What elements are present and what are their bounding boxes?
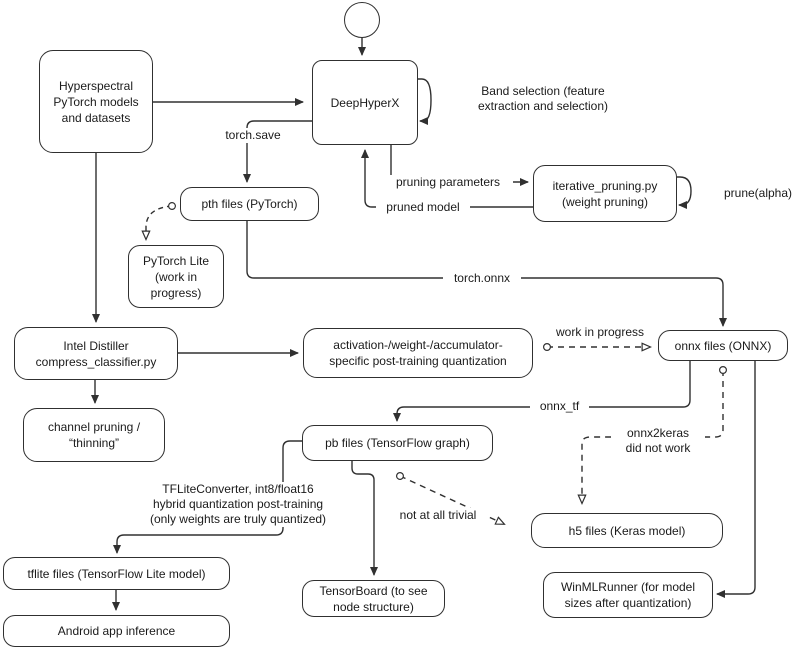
node-intel-distiller-label: Intel Distiller compress_classifier.py (35, 338, 157, 369)
node-android-inference-label: Android app inference (57, 624, 176, 638)
node-pb-files: pb files (TensorFlow graph) (302, 425, 493, 461)
edge-iterative-prune-alpha-loop (677, 176, 692, 209)
label-pruned-model: pruned model (376, 200, 470, 215)
start-node (344, 2, 380, 38)
node-pb-files-label: pb files (TensorFlow graph) (325, 436, 470, 450)
node-tflite-files-label: tflite files (TensorFlow Lite model) (27, 566, 206, 581)
node-iterative-pruning-label: iterative_pruning.py (weight pruning) (552, 178, 658, 209)
edge-pb-to-tflite (113, 440, 302, 554)
label-not-at-all-trivial: not at all trivial (387, 508, 489, 523)
label-band-selection: Band selection (feature extraction and s… (448, 84, 638, 114)
node-tensorboard: TensorBoard (to see node structure) (302, 580, 445, 617)
edge-onnx-to-winml (716, 361, 756, 598)
node-activation-quantization-label: activation-/weight-/accumulator- specifi… (329, 338, 507, 368)
node-deephyperx: DeepHyperX (312, 60, 418, 145)
edge-pb-to-tensorboard (351, 461, 378, 576)
node-winmlrunner: WinMLRunner (for model sizes after quant… (543, 572, 713, 618)
edge-pth-to-pytorchlite (146, 206, 172, 239)
node-pth-files: pth files (PyTorch) (180, 187, 319, 221)
label-torch-onnx: torch.onnx (443, 271, 521, 286)
node-pth-files-label: pth files (PyTorch) (201, 197, 298, 211)
node-channel-pruning-label: channel pruning / “thinning” (47, 420, 141, 450)
node-hyperspectral-models-label: Hyperspectral PyTorch models and dataset… (53, 78, 139, 125)
node-h5-files: h5 files (Keras model) (531, 513, 723, 548)
node-pytorch-lite: PyTorch Lite (work in progress) (128, 245, 224, 308)
label-torch-save: torch.save (217, 128, 289, 143)
node-android-inference: Android app inference (3, 615, 230, 647)
label-tflite-converter: TFLiteConverter, int8/float16 hybrid qua… (127, 482, 349, 527)
node-pytorch-lite-label: PyTorch Lite (work in progress) (142, 253, 210, 300)
node-intel-distiller: Intel Distiller compress_classifier.py (14, 327, 178, 380)
label-onnx2keras: onnx2keras did not work (611, 426, 705, 456)
node-tflite-files: tflite files (TensorFlow Lite model) (3, 557, 230, 590)
node-onnx-files-label: onnx files (ONNX) (674, 338, 772, 353)
edge-iterative-to-deephyperx-pruned-model (361, 149, 533, 208)
label-work-in-progress: work in progress (545, 325, 655, 340)
node-onnx-files: onnx files (ONNX) (658, 330, 788, 361)
node-winmlrunner-label: WinMLRunner (for model sizes after quant… (560, 580, 696, 610)
node-activation-quantization: activation-/weight-/accumulator- specifi… (303, 328, 533, 378)
edge-deephyperx-to-pth-torchsave (243, 120, 312, 183)
node-deephyperx-label: DeepHyperX (330, 95, 400, 110)
label-onnx-tf: onnx_tf (530, 399, 589, 414)
node-h5-files-label: h5 files (Keras model) (568, 523, 686, 538)
label-prune-alpha: prune(alpha) (713, 186, 803, 201)
node-tensorboard-label: TensorBoard (to see node structure) (319, 583, 428, 614)
node-channel-pruning: channel pruning / “thinning” (23, 408, 165, 462)
node-iterative-pruning: iterative_pruning.py (weight pruning) (533, 165, 677, 222)
edge-deephyperx-band-selection-loop (418, 78, 432, 125)
node-hyperspectral-models: Hyperspectral PyTorch models and dataset… (39, 50, 153, 153)
edge-pb-to-h5-not-trivial (400, 476, 504, 524)
label-pruning-parameters: pruning parameters (383, 175, 513, 190)
